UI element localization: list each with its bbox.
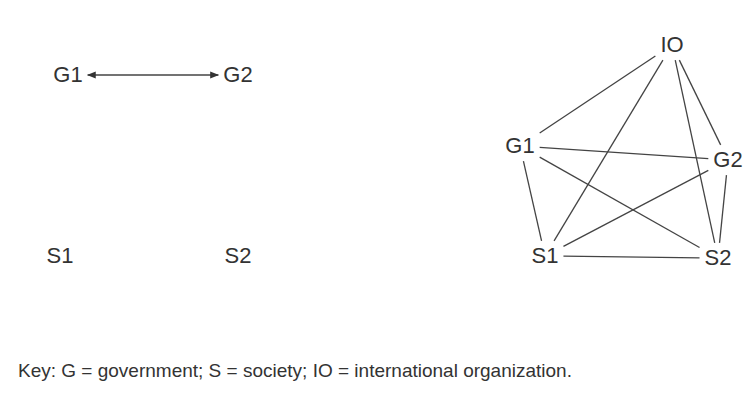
actor-node: G1 [500, 131, 539, 161]
actor-label: S2 [225, 244, 252, 268]
relation-line [540, 56, 656, 133]
actor-node: G1 [48, 60, 87, 90]
relation-line [675, 60, 714, 243]
relation-line [563, 170, 708, 246]
actor-label: G2 [223, 63, 252, 87]
relation-line [540, 147, 709, 158]
actor-label: S1 [532, 244, 559, 268]
actor-label: S1 [47, 244, 74, 268]
actor-node: S1 [42, 241, 79, 271]
actor-node: G2 [708, 145, 747, 175]
actor-label: G1 [505, 134, 534, 158]
actor-label: IO [660, 33, 683, 57]
key-note: Key: G = government; S = society; IO = i… [18, 360, 572, 382]
relation-line [679, 60, 720, 145]
actor-node: G2 [218, 60, 257, 90]
actor-node: S1 [527, 241, 564, 271]
actor-node: IO [655, 30, 688, 60]
relation-line [523, 161, 541, 241]
relation-line [540, 157, 700, 247]
actor-node: S2 [220, 241, 257, 271]
relation-line [554, 60, 663, 241]
relation-arrow [88, 74, 219, 75]
actor-label: G2 [713, 148, 742, 172]
actor-label: G1 [53, 63, 82, 87]
actor-node: S2 [700, 243, 737, 273]
relation-line [720, 175, 727, 243]
relation-line [563, 256, 699, 258]
actor-label: S2 [705, 246, 732, 270]
